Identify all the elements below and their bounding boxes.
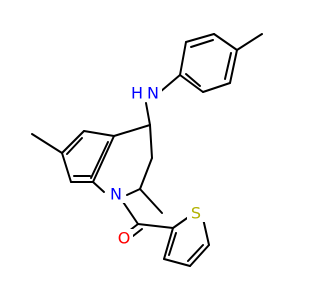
bond — [92, 135, 115, 183]
nitrogen-amine-label: N — [147, 84, 159, 103]
bond — [168, 232, 177, 256]
sulfur-label: S — [191, 204, 201, 223]
bond — [137, 223, 174, 229]
bond — [190, 39, 214, 48]
bonds — [31, 33, 263, 267]
bond — [66, 137, 83, 155]
bond — [236, 33, 263, 51]
bond — [163, 258, 191, 267]
bond — [159, 74, 181, 93]
bond — [61, 152, 72, 183]
bond — [179, 74, 204, 93]
bond — [83, 130, 115, 137]
bond — [61, 130, 85, 154]
bond — [185, 33, 215, 43]
bond — [149, 124, 153, 159]
atom-label-o: O — [115, 229, 133, 248]
bond — [139, 157, 153, 190]
oxygen-label: O — [118, 229, 131, 248]
bond — [92, 181, 105, 193]
bond — [202, 82, 231, 93]
bond — [224, 52, 232, 80]
bond — [132, 228, 143, 237]
bond — [145, 102, 151, 126]
bond — [213, 33, 238, 51]
bond — [229, 49, 238, 84]
bond — [139, 188, 163, 214]
atom-label-n-amine: N H — [131, 84, 162, 103]
bond — [163, 227, 174, 260]
atom-label-n-ring: N — [107, 185, 125, 204]
bond — [179, 41, 187, 76]
bond — [113, 124, 151, 137]
bond — [90, 141, 109, 179]
molecule-structure: N H N O S — [31, 33, 263, 267]
bond — [189, 244, 210, 267]
nitrogen-ring-label: N — [110, 185, 122, 204]
bond — [31, 133, 63, 154]
amine-hydrogen-label: H — [131, 84, 143, 103]
bond — [187, 244, 204, 262]
atom-label-s: S — [187, 204, 205, 223]
bond — [126, 188, 141, 196]
bond — [185, 73, 201, 87]
